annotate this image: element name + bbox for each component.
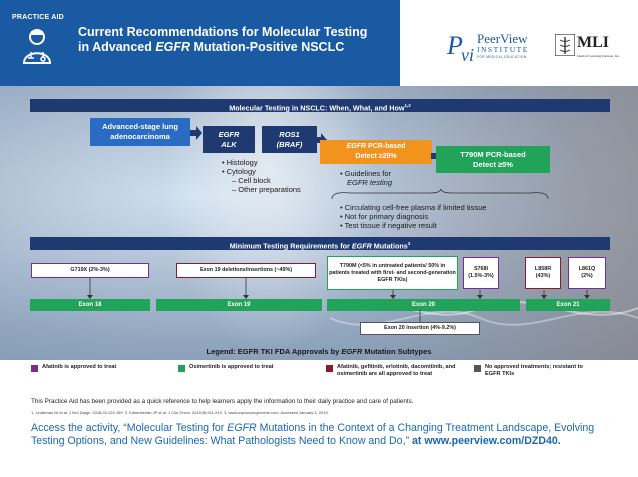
exon20-insertion-bracket (419, 310, 421, 322)
footer-references: 1. Lindeman NI et al. J Mol Diagn. 2018;… (31, 410, 329, 415)
legend-label-no-treatment: No approved treatments; resistant to EGF… (485, 364, 583, 377)
doctor-icon (22, 29, 52, 64)
legend-swatch-all-tkis (326, 365, 333, 372)
activity-link[interactable]: at www.peerview.com/DZD40. (412, 435, 561, 447)
guidelines-list: • Guidelines for EGFR testing (340, 169, 393, 187)
mutation-connector-lines (87, 278, 590, 299)
legend-swatch-afatinib (31, 365, 38, 372)
svg-text:P: P (447, 31, 463, 60)
exon-19: Exon 19 (156, 299, 322, 311)
header-title-band (0, 0, 400, 86)
mutation-s768i: S768I(1.5%-3%) (463, 257, 499, 289)
legend-label-all-tkis: Afatinib, gefitinib, erlotinib, dacomiti… (337, 364, 456, 377)
access-activity-text[interactable]: Access the activity, “Molecular Testing … (31, 422, 595, 447)
flow-arrows (190, 126, 202, 140)
page-title: Current Recommendations for Molecular Te… (78, 25, 398, 55)
section1-heading: Molecular Testing in NSCLC: When, What, … (30, 99, 610, 112)
legend-swatch-osimertinib (178, 365, 185, 372)
egfr-pcr-box: EGFR PCR-based Detect ≥20% (320, 140, 432, 164)
svg-text:vi: vi (461, 45, 474, 64)
peerview-institute: INSTITUTE (477, 45, 529, 54)
plasma-testing-list: • Circulating cell-free plasma if limite… (340, 203, 487, 230)
exon20-insertion-box: Exon 20 insertion (4%-9.2%) (360, 322, 480, 335)
mutation-exon19-del: Exon 19 deletions/insertions (~49%) (176, 263, 316, 278)
title-line-1: Current Recommendations for Molecular Te… (78, 25, 368, 39)
ros1-braf-box: ROS1(BRAF) (262, 126, 317, 153)
exon-21: Exon 21 (526, 299, 610, 311)
title-line-2: in Advanced EGFR Mutation-Positive NSCLC (78, 40, 345, 54)
legend-label-osimertinib: Osimertinib is approved to treat (189, 364, 274, 370)
header: PRACTICE AID Current Recommendations for… (0, 0, 638, 86)
mli-logo: MLI Medical Learning Institute, Inc. (555, 34, 625, 64)
dna-warm-overlay (360, 86, 638, 360)
advanced-stage-box: Advanced-stage lung adenocarcinoma (90, 118, 190, 146)
peerview-name: PeerView (477, 31, 528, 46)
section2-heading: Minimum Testing Requirements for EGFR Mu… (30, 237, 610, 250)
mli-caduceus-icon (555, 34, 575, 56)
mutation-g719x: G719X (2%-3%) (31, 263, 149, 278)
peerview-logo: P vi PeerView INSTITUTE FOR MEDICAL EDUC… (447, 30, 547, 64)
footer-note: This Practice Aid has been provided as a… (31, 398, 414, 405)
curly-brace-decoration (331, 189, 549, 200)
mutation-l861q: L861Q(2%) (568, 257, 606, 289)
legend-swatch-no-treatment (474, 365, 481, 372)
mli-name: MLI (577, 34, 609, 51)
mutation-l858r: L858R(43%) (525, 257, 561, 289)
exon-18: Exon 18 (30, 299, 150, 311)
sample-types-list: • Histology • Cytology – Cell block – Ot… (222, 158, 301, 194)
legend-title: Legend: EGFR TKI FDA Approvals by EGFR M… (206, 347, 432, 356)
peerview-tagline: FOR MEDICAL EDUCATION (477, 55, 527, 59)
mli-subtitle: Medical Learning Institute, Inc. (577, 54, 621, 58)
exon-20: Exon 20 (327, 299, 520, 311)
mutation-t790m: T790M (<5% in untreated patients/ 50% in… (327, 256, 458, 290)
peerview-pvi-mark-icon: P vi (447, 31, 474, 64)
legend-label-afatinib: Afatinib is approved to treat (42, 364, 117, 370)
practice-aid-badge: PRACTICE AID (12, 14, 64, 21)
